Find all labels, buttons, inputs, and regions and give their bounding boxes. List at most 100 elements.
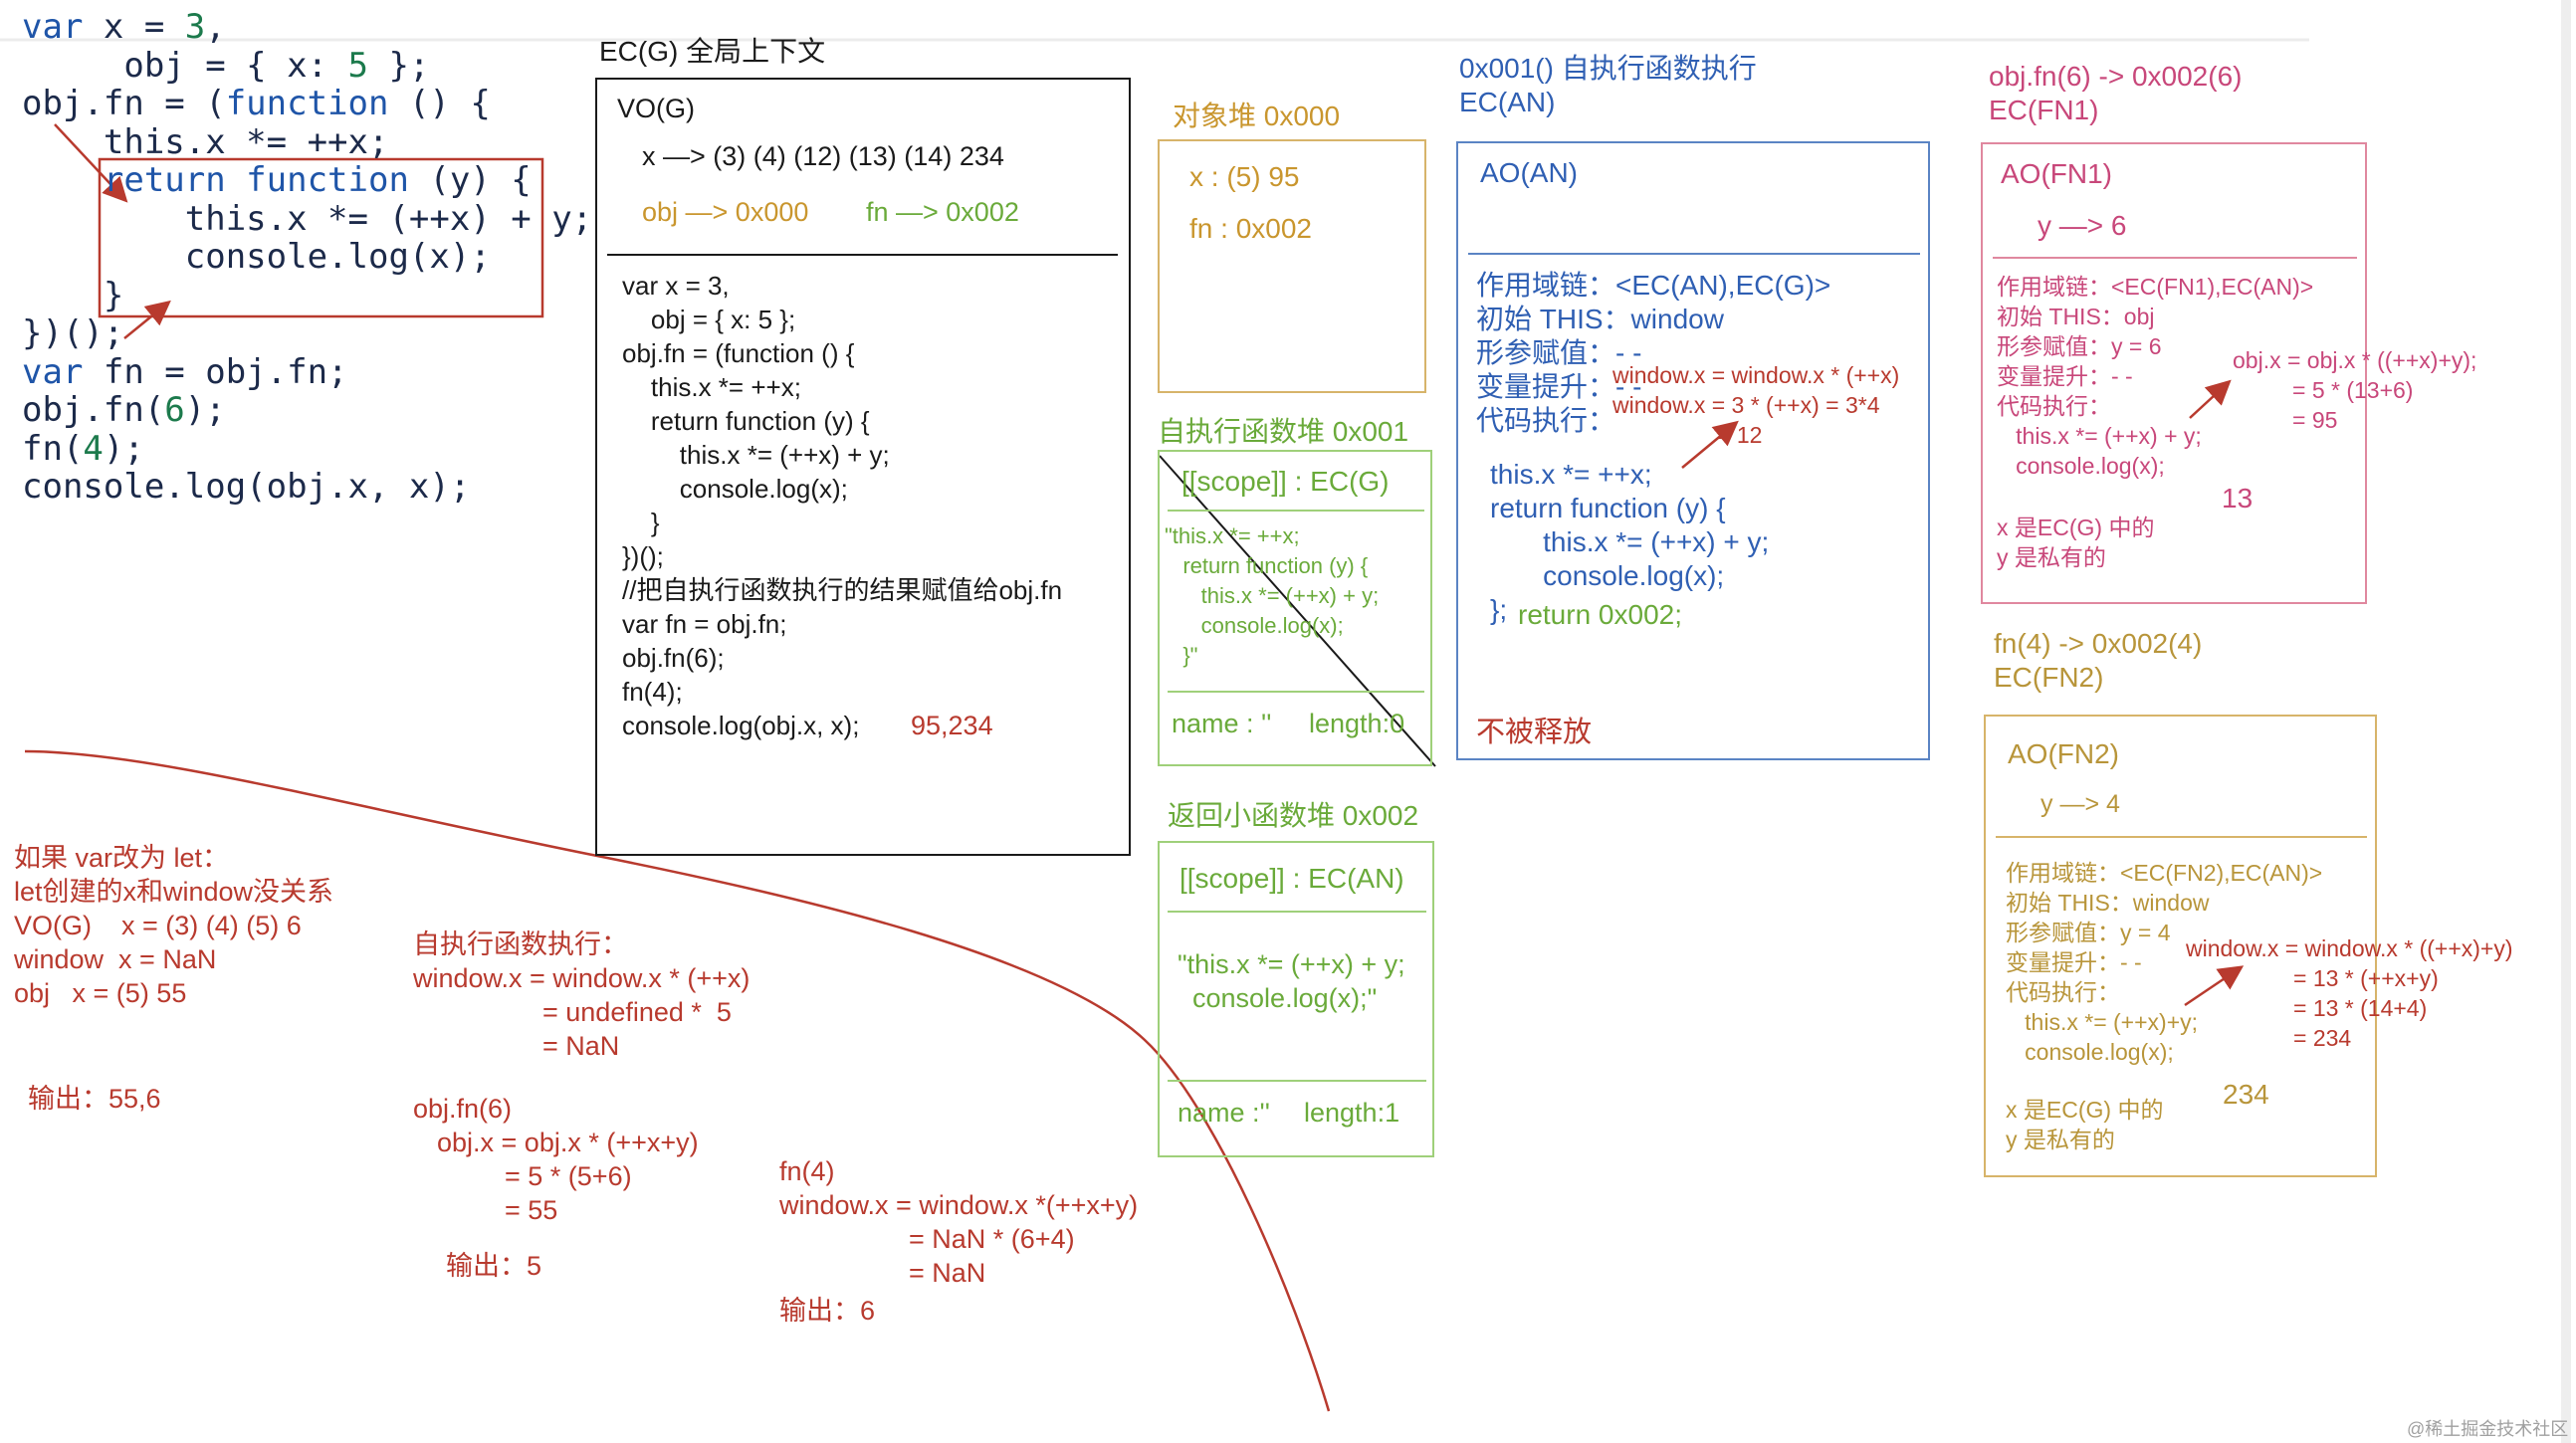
ecg-code-line: console.log(x);: [622, 474, 848, 504]
heap1-crossout: [1159, 455, 1436, 767]
code-line: var x = 3,: [22, 8, 592, 47]
objfn-output: 输出：5: [446, 1251, 542, 1281]
code-line: console.log(obj.x, x);: [22, 468, 592, 507]
iife-note-line: 自执行函数执行：: [413, 929, 628, 959]
ecan-not-released: 不被释放: [1476, 717, 1593, 748]
code-text: (y) {: [408, 160, 532, 200]
fn1-title-line: EC(FN1): [1989, 95, 2099, 125]
fn2-title: fn(4) -> 0x002(4)EC(FN2): [1994, 627, 2202, 695]
fn4-note-line: = NaN * (6+4): [909, 1224, 1075, 1254]
ecg-code-line: this.x *= ++x;: [622, 372, 801, 402]
vo-fn: fn —> 0x002: [866, 197, 1019, 227]
code-text: obj.fn = (: [22, 84, 226, 123]
heap1-name: name : '': [1172, 709, 1272, 738]
vo-label: VO(G): [617, 94, 695, 123]
fn1-info-line: 形参赋值：y = 6: [1997, 333, 2162, 359]
ecan-code-line: this.x *= (++x) + y;: [1512, 526, 1770, 557]
source-code: var x = 3, obj = { x: 5 };obj.fn = (func…: [22, 8, 592, 507]
code-line: var fn = obj.fn;: [22, 352, 592, 392]
heap0-title: 对象堆 0x000: [1173, 101, 1341, 131]
fn4-output: 输出：6: [779, 1296, 876, 1326]
ecan-code-line: console.log(x);: [1512, 560, 1725, 591]
code-line: this.x *= ++x;: [22, 121, 592, 162]
ecg-box: VO(G) x —> (3) (4) (12) (13) (14) 234 ob…: [595, 78, 1131, 856]
let-note-line: obj x = (5) 55: [14, 978, 187, 1008]
code-text: [22, 160, 104, 200]
heap0-x: x : (5) 95: [1189, 161, 1300, 192]
return-function-highlight: [98, 157, 544, 318]
fn1-box: AO(FN1) y —> 6 作用域链：<EC(FN1),EC(AN)>初始 T…: [1981, 142, 2367, 604]
let-note-line: VO(G) x = (3) (4) (5) 6: [14, 911, 302, 940]
let-note-line: 如果 var改为 let：: [14, 843, 230, 873]
fn1-title-line: obj.fn(6) -> 0x002(6): [1989, 61, 2243, 92]
ecan-ao: AO(AN): [1480, 157, 1578, 188]
heap1-code: "this.x *= ++x; return function (y) { th…: [1165, 521, 1379, 671]
fn2-calc: window.x = window.x * ((++x)+y)= 13 * (+…: [2186, 933, 2513, 1053]
heap1-scope: [[scope]] : EC(G): [1181, 466, 1390, 497]
ecg-code: var x = 3, obj = { x: 5 };obj.fn = (func…: [622, 269, 1062, 742]
ecg-code-line: obj = { x: 5 };: [622, 305, 796, 334]
heap2-name: name :'': [1178, 1098, 1270, 1128]
code-text: console.log(obj.x, x);: [22, 467, 471, 507]
heap2-title: 返回小函数堆 0x002: [1168, 800, 1419, 831]
fn2-info-line: 变量提升：- -: [2006, 949, 2142, 975]
code-text: this.x *= ++x;: [22, 121, 389, 162]
heap2-divider-2: [1168, 1080, 1426, 1082]
ecg-title: EC(G) 全局上下文: [599, 36, 826, 67]
fn1-info-line: 代码执行：: [1997, 393, 2111, 419]
fn4-note: fn(4)window.x = window.x *(++x+y)= NaN *…: [779, 1154, 1138, 1290]
ecg-code-line: var fn = obj.fn;: [622, 609, 787, 639]
ecan-info-line: 变量提升：- -: [1476, 371, 1642, 402]
code-text: this.x *= (++x) + y;: [22, 198, 593, 239]
iife-note: 自执行函数执行：window.x = window.x * (++x)= und…: [413, 928, 750, 1063]
fn4-note-line: window.x = window.x *(++x+y): [779, 1190, 1139, 1220]
code-line: return function (y) {: [22, 161, 592, 200]
ecan-calc-line: window.x = 3 * (++x) = 3*4: [1612, 392, 1880, 418]
objfn-note: obj.fn(6)obj.x = obj.x * (++x+y)= 5 * (5…: [413, 1092, 699, 1227]
ecg-code-line: return function (y) {: [622, 406, 870, 436]
fn2-calc-line: = 13 * (++x+y): [2293, 965, 2439, 991]
heap0-fn: fn : 0x002: [1189, 213, 1312, 244]
fn2-output: 234: [2223, 1079, 2269, 1110]
fn2-info-line: 初始 THIS：window: [2006, 890, 2210, 916]
ecan-title-line: EC(AN): [1459, 87, 1556, 117]
ecan-code-line: this.x *= ++x;: [1490, 459, 1652, 490]
code-keyword: function: [225, 84, 389, 123]
heap1-code-line: return function (y) {: [1165, 553, 1369, 578]
ecg-code-line: }: [622, 508, 660, 537]
ecan-title-line: 0x001() 自执行函数执行: [1459, 53, 1757, 84]
heap1-code-line: "this.x *= ++x;: [1165, 523, 1300, 548]
vo-x: x —> (3) (4) (12) (13) (14) 234: [642, 141, 1004, 171]
fn1-calc-line: obj.x = obj.x * ((++x)+y);: [2233, 347, 2477, 373]
code-line: obj.fn = (function () {: [22, 85, 592, 123]
ecg-code-line: console.log(obj.x, x);: [622, 711, 860, 740]
fn1-calc-line: = 95: [2292, 407, 2338, 433]
ecan-code-line: return function (y) {: [1490, 493, 1726, 523]
fn1-info-line: 作用域链：<EC(FN1),EC(AN)>: [1997, 274, 2314, 300]
code-arrow-2: [123, 300, 171, 339]
code-keyword: return function: [103, 160, 409, 200]
heap2-code: "this.x *= (++x) + y; console.log(x);": [1178, 947, 1405, 1015]
fn2-note-line: y 是私有的: [2006, 1127, 2115, 1152]
fn2-calc-line: = 13 * (14+4): [2293, 995, 2428, 1021]
iife-note-line: = undefined * 5: [542, 997, 732, 1027]
code-number: 6: [164, 390, 185, 430]
heap2-code-line: console.log(x);": [1178, 983, 1378, 1013]
fn1-title: obj.fn(6) -> 0x002(6)EC(FN1): [1989, 60, 2242, 127]
fn1-output: 13: [2222, 483, 2254, 514]
code-line: console.log(x);: [22, 238, 592, 277]
heap1-divider-2: [1168, 691, 1424, 693]
fn1-note-line: x 是EC(G) 中的: [1997, 515, 2155, 540]
heap1-code-line: }": [1165, 643, 1198, 668]
heap1-divider-1: [1168, 510, 1424, 512]
fn2-note-line: x 是EC(G) 中的: [2006, 1097, 2164, 1123]
code-text: fn(: [22, 428, 84, 469]
code-text: obj = { x:: [22, 45, 348, 86]
objfn-note-line: obj.fn(6): [413, 1094, 513, 1124]
